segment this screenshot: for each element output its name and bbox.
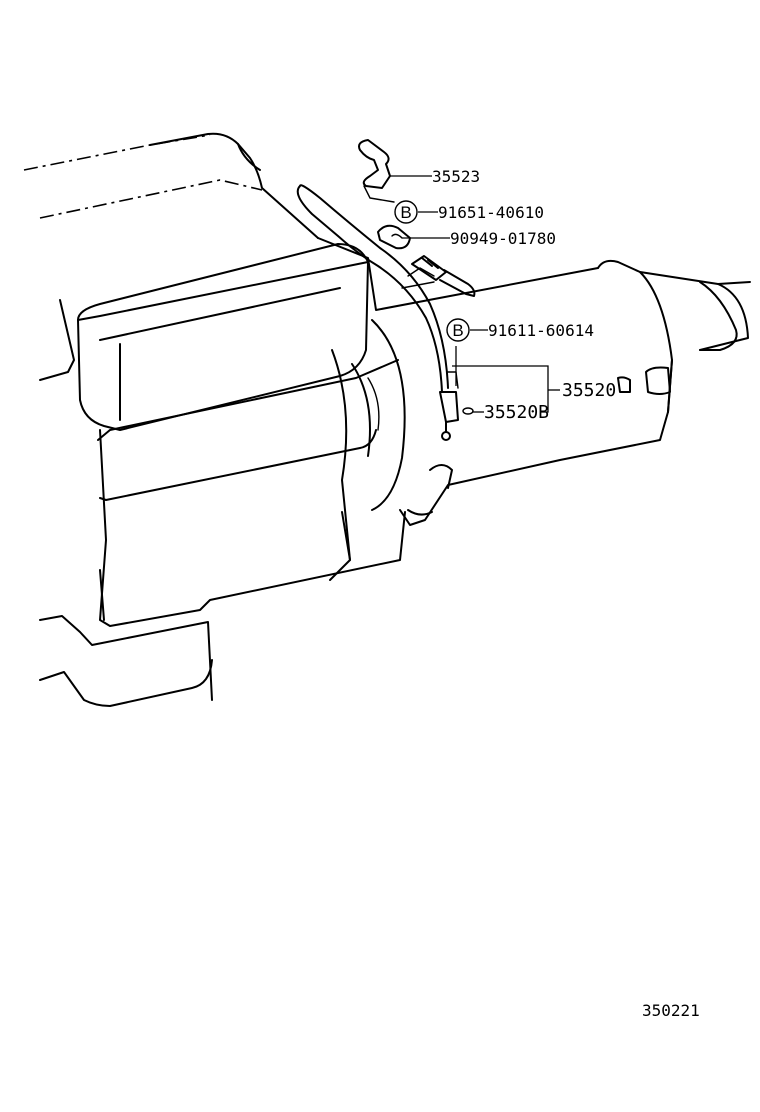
oring-part [462, 407, 474, 415]
marker-b-mid [446, 318, 470, 342]
callouts: 35523 B 91651-40610 90949-01780 B 91611-… [394, 167, 616, 423]
label-bolt-top: 91651-40610 [438, 203, 544, 222]
label-clamp: 35523 [432, 167, 480, 186]
leader-lines [390, 175, 560, 413]
throttle-cable [296, 184, 476, 441]
clamp-part [358, 139, 395, 203]
label-clip: 90949-01780 [450, 229, 556, 248]
transmission-housing [23, 132, 751, 707]
label-bolt-mid: 91611-60614 [488, 321, 594, 340]
marker-b-top [394, 200, 418, 224]
cable-adjuster [411, 255, 476, 297]
label-oring: 35520B [484, 402, 549, 423]
clip-part [377, 224, 411, 250]
diagram-number: 350221 [642, 1001, 700, 1020]
label-cable-assy: 35520 [562, 380, 616, 401]
marker-b-top-text: B [400, 203, 411, 222]
marker-b-mid-text: B [452, 321, 463, 340]
